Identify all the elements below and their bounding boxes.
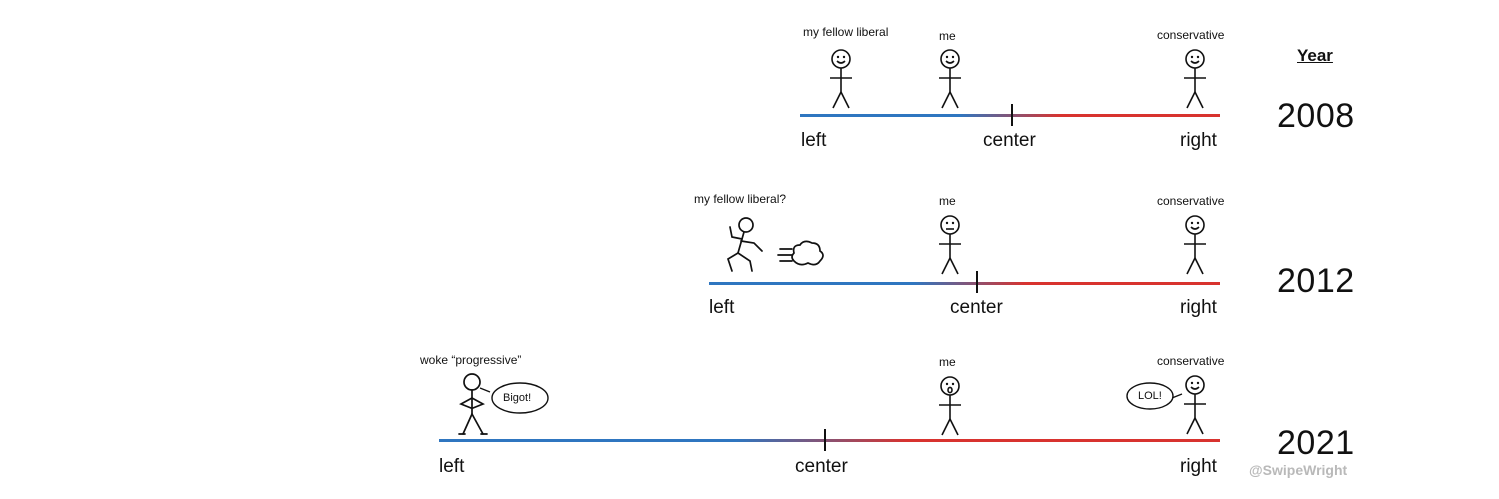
me-label-2021: me <box>939 355 956 369</box>
axis-center-label-2021: center <box>795 456 848 477</box>
axis-center-label-2012: center <box>950 297 1003 318</box>
axis-left-label-2021: left <box>439 456 465 477</box>
watermark-handle: @SwipeWright <box>1249 462 1348 478</box>
center-tick-2021 <box>824 429 826 451</box>
running-liberal-icon <box>726 217 824 272</box>
center-tick-2008 <box>1011 104 1013 126</box>
axis-right-label-2012: right <box>1180 297 1217 318</box>
liberal-label-2012: my fellow liberal? <box>694 192 787 206</box>
center-tick-2012 <box>976 271 978 293</box>
conservative-label-2012: conservative <box>1157 194 1225 208</box>
conservative-label-2008: conservative <box>1157 28 1225 42</box>
stick-figure-conservative-2021-icon <box>1184 375 1206 435</box>
stick-figure-me-2021-icon <box>939 376 961 436</box>
stick-figure-me-2008-icon <box>939 49 961 109</box>
woke-progressive-figure-icon <box>458 373 488 435</box>
year-label-2021: 2021 <box>1277 424 1355 462</box>
lol-bubble-text: LOL! <box>1138 390 1162 402</box>
spectrum-line-2012 <box>709 282 1220 285</box>
axis-left-label-2008: left <box>801 130 827 151</box>
year-label-2008: 2008 <box>1277 97 1355 135</box>
axis-right-label-2008: right <box>1180 130 1217 151</box>
conservative-label-2021: conservative <box>1157 354 1225 368</box>
spectrum-line-2021 <box>439 439 1220 442</box>
stick-figure-conservative-2012-icon <box>1184 215 1206 275</box>
bigot-bubble-text: Bigot! <box>503 392 532 404</box>
stick-figure-me-2012-icon <box>939 215 961 275</box>
axis-left-label-2012: left <box>709 297 735 318</box>
lol-speech-bubble <box>1126 382 1183 410</box>
liberal-label-2008: my fellow liberal <box>803 25 889 39</box>
stick-figure-liberal-2008-icon <box>830 49 852 109</box>
axis-center-label-2008: center <box>983 130 1036 151</box>
me-label-2012: me <box>939 194 956 208</box>
bigot-speech-bubble <box>479 382 549 414</box>
me-label-2008: me <box>939 29 956 43</box>
axis-right-label-2021: right <box>1180 456 1217 477</box>
spectrum-line-2008 <box>800 114 1220 117</box>
stick-figure-conservative-2008-icon <box>1184 49 1206 109</box>
year-label-2012: 2012 <box>1277 262 1355 300</box>
liberal-label-2021: woke “progressive” <box>420 353 522 367</box>
year-column-header: Year <box>1297 46 1333 65</box>
